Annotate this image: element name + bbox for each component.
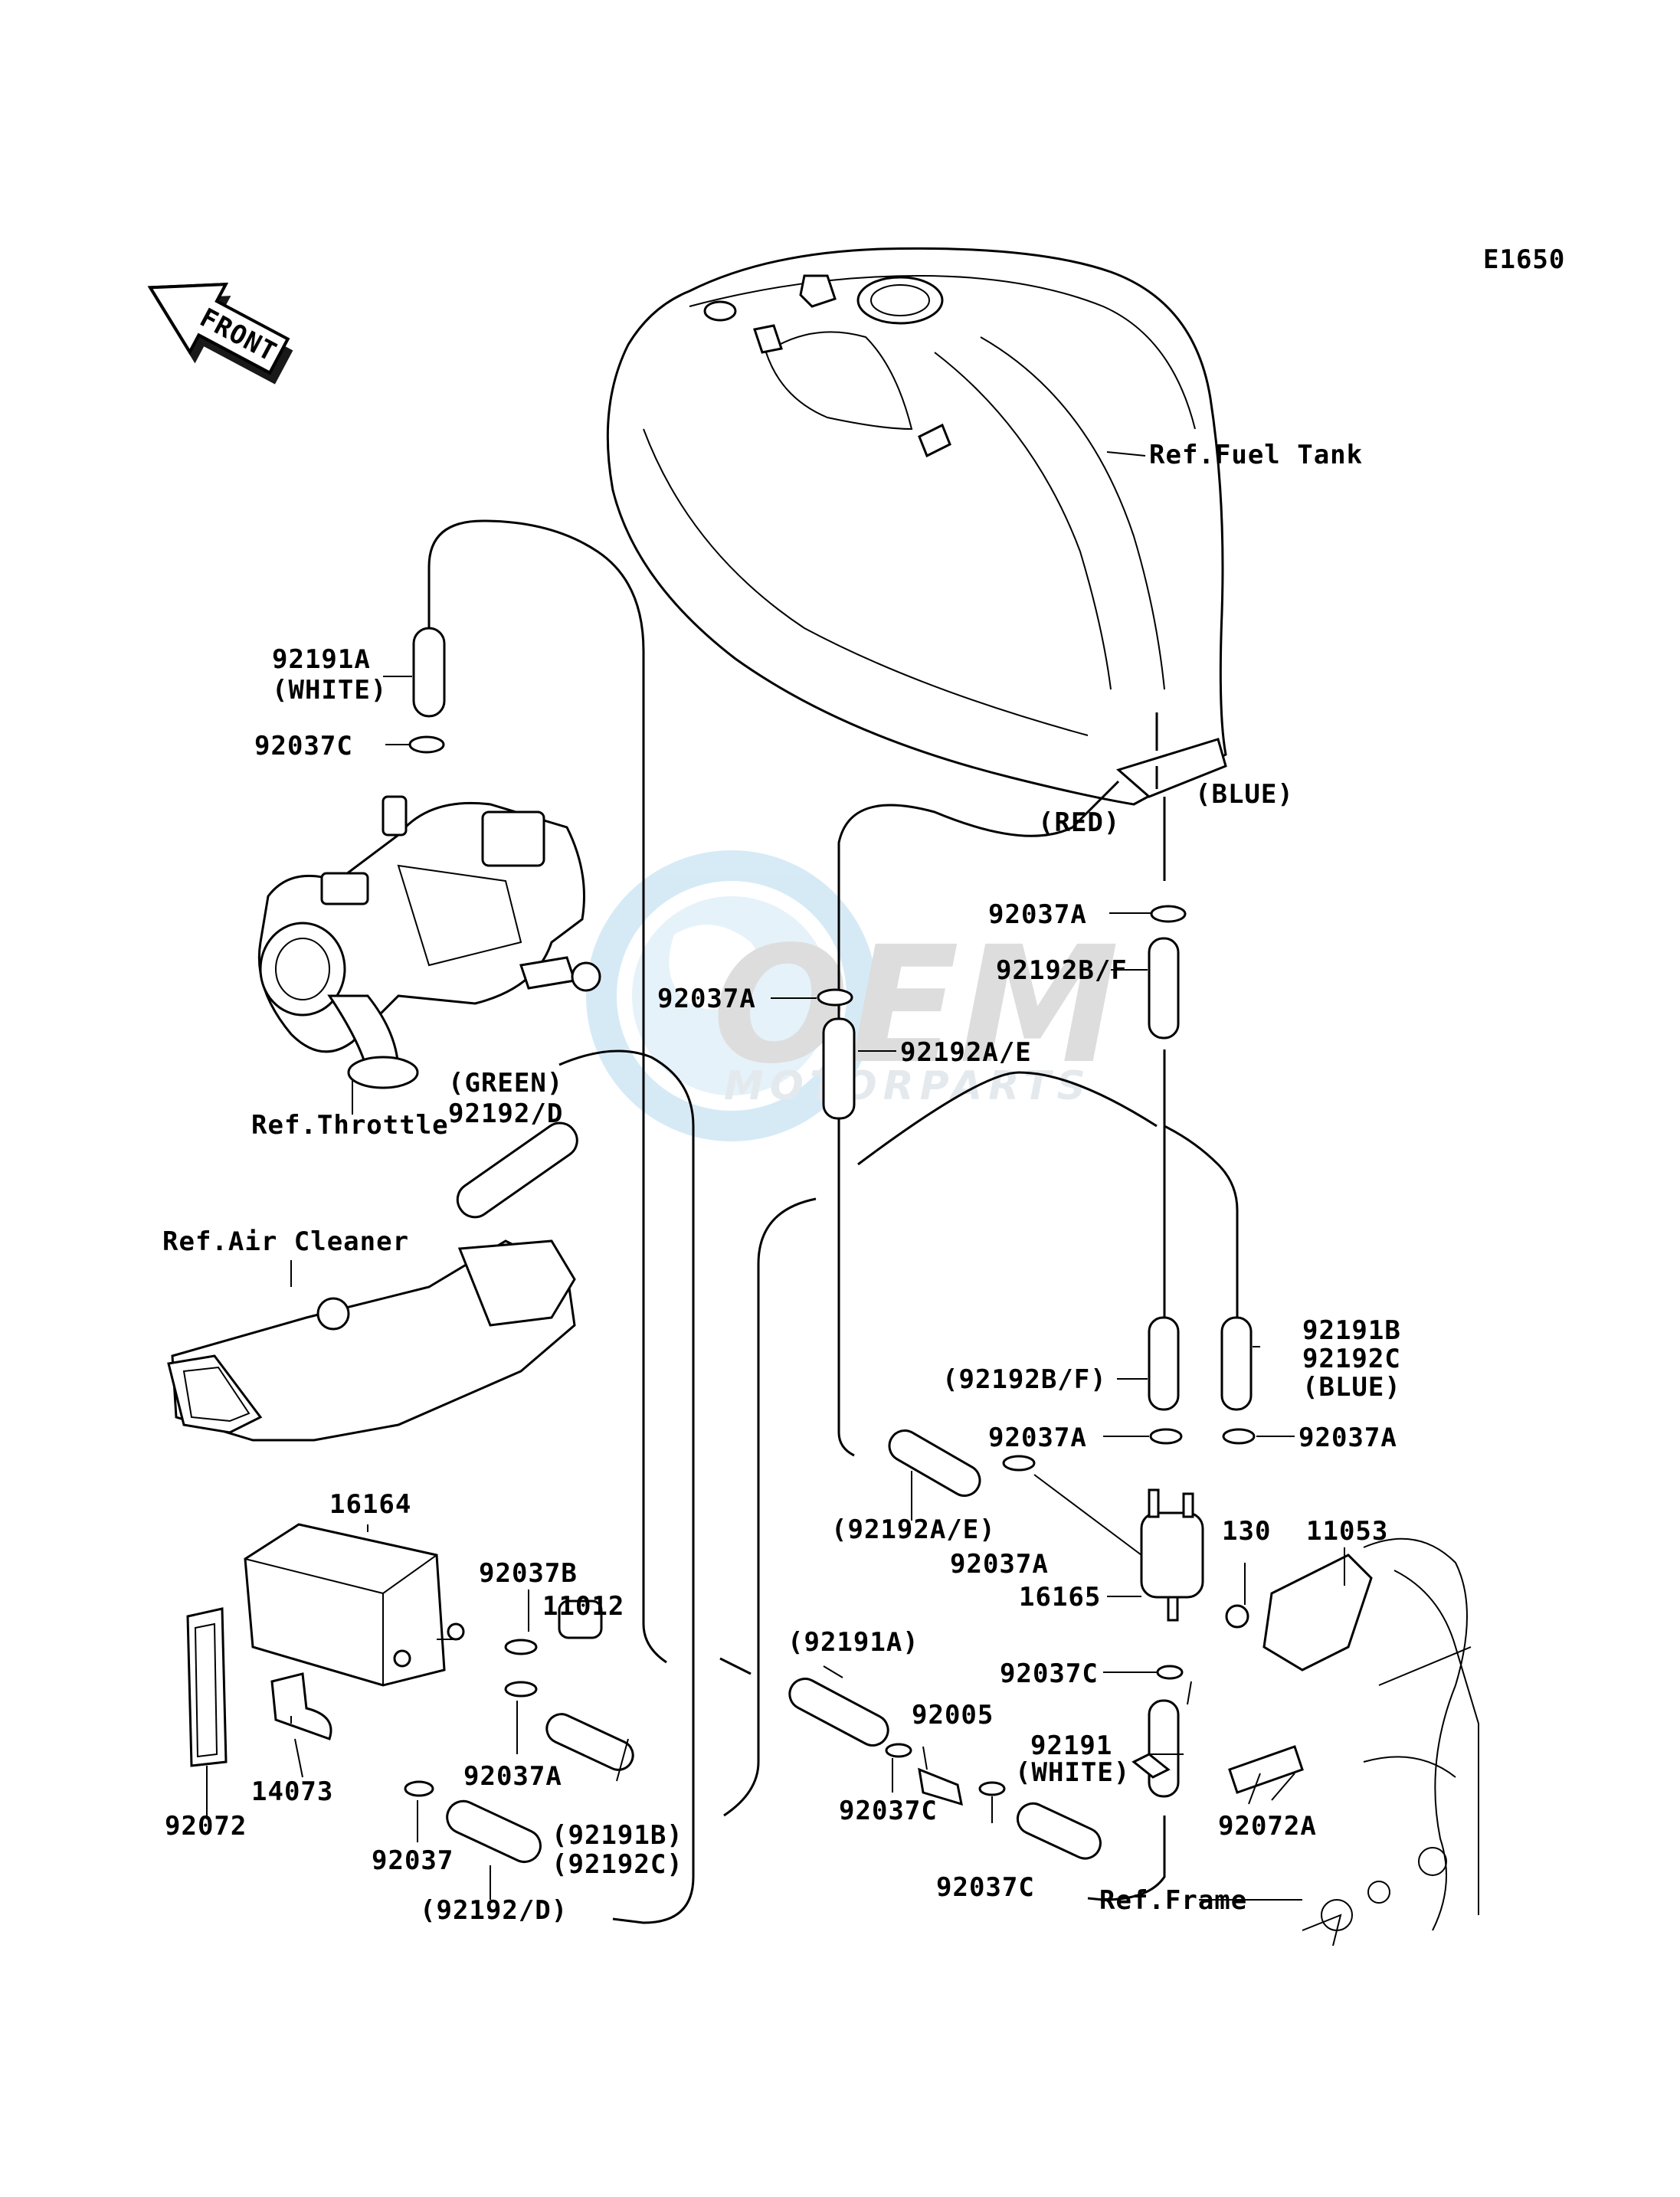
label-92192BF-paren: (92192B/F) [942,1364,1107,1395]
watermark-brand: OEM [712,912,1119,1099]
fuel-tank [606,247,1227,806]
label-92192D: 92192/D [448,1098,563,1129]
label-92072A: 92072A [1218,1811,1317,1842]
front-arrow-icon: FRONT [147,283,293,385]
label-92191A: 92191A [272,644,371,675]
label-green: (GREEN) [448,1068,563,1098]
watermark: OEM MOTORPARTS [586,850,1119,1141]
hose-pieces [412,627,1253,1864]
label-ref-fuel-tank: Ref.Fuel Tank [1149,440,1363,470]
label-92037A-b: 92037A [657,984,756,1014]
label-92005: 92005 [912,1700,994,1730]
label-blue-2: (BLUE) [1302,1372,1401,1403]
label-92191A-paren: (92191A) [788,1627,919,1658]
canister [186,1523,465,1767]
label-16164: 16164 [329,1489,411,1520]
label-92191B-paren: (92191B) [552,1820,683,1851]
label-92037C-top: 92037C [254,731,353,761]
fuel-filter [1140,1488,1204,1622]
label-92037C-d: 92037C [936,1872,1035,1903]
label-92192BF: 92192B/F [996,955,1128,986]
label-ref-throttle: Ref.Throttle [251,1110,449,1141]
label-14073: 14073 [251,1776,333,1807]
label-ref-frame: Ref.Frame [1099,1885,1247,1916]
label-92072: 92072 [165,1811,247,1842]
label-white-2: (WHITE) [1015,1757,1130,1788]
label-white-1: (WHITE) [272,675,387,706]
label-92037C-c: 92037C [839,1796,938,1826]
label-11053: 11053 [1306,1516,1388,1547]
label-92037: 92037 [372,1845,454,1876]
hose-routing [427,519,1239,1924]
label-92191B: 92191B [1302,1315,1401,1346]
label-92192C: 92192C [1302,1344,1401,1374]
part-labels: E1650 (RED) (BLUE) 92191A (WHITE) 92037C… [165,244,1565,1926]
label-92037A-a: 92037A [988,899,1087,930]
label-92037A-e: 92037A [950,1549,1049,1580]
label-ref-air-cleaner: Ref.Air Cleaner [162,1226,409,1257]
label-92037A-d: 92037A [1298,1423,1397,1453]
label-92192D-paren: (92192/D) [420,1895,568,1926]
label-16165: 16165 [1019,1582,1101,1613]
leader-lines [206,676,1345,1901]
label-92037A-f: 92037A [463,1761,562,1792]
air-cleaner [167,1239,576,1442]
watermark-sub: MOTORPARTS [724,1063,1092,1109]
label-92192AE: 92192A/E [900,1037,1032,1068]
label-92037A-c: 92037A [988,1423,1087,1453]
label-11012: 11012 [542,1591,624,1622]
label-92192AE-paren: (92192A/E) [831,1514,996,1545]
label-92192C-paren: (92192C) [552,1849,683,1880]
label-blue: (BLUE) [1195,779,1294,810]
label-92191: 92191 [1030,1730,1112,1761]
bracket-frame [918,1537,1479,1947]
label-92037B: 92037B [479,1558,578,1589]
throttle-body [257,795,601,1089]
label-92037C-b: 92037C [1000,1658,1099,1689]
diagram-code: E1650 [1483,244,1565,275]
label-130: 130 [1222,1516,1271,1547]
label-red: (RED) [1038,807,1120,838]
clamps [404,735,1256,1797]
